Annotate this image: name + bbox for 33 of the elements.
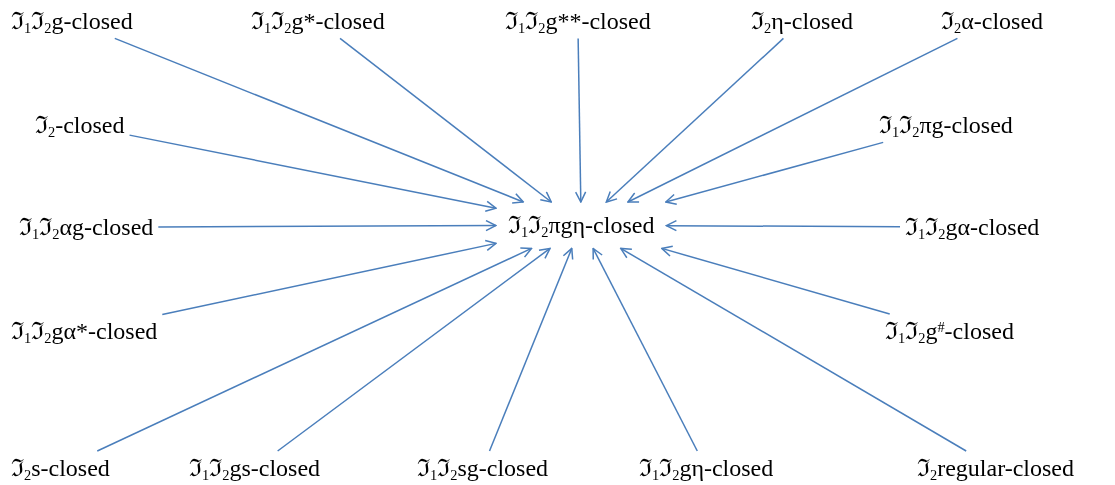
arrow — [488, 247, 574, 452]
node-label: ℑ$_{1}$ℑ$_{2}$gη-closed — [639, 455, 774, 481]
node-label: ℑ$_{1}$ℑ$_{2}$gα-closed — [905, 214, 1040, 240]
arrow — [574, 37, 587, 203]
node-label: ℑ$_{1}$ℑ$_{2}$αg-closed — [19, 214, 154, 240]
arrow — [627, 37, 959, 203]
arrow — [661, 245, 891, 315]
node-label: ℑ$_{1}$ℑ$_{2}$g*-closed — [251, 8, 385, 34]
arrow — [96, 247, 533, 452]
arrow — [157, 219, 497, 232]
node-label: ℑ$_{2}$α-closed — [941, 8, 1044, 34]
node-label: ℑ$_{2}$η-closed — [751, 8, 854, 34]
arrow — [665, 219, 901, 232]
node-label: ℑ$_{1}$ℑ$_{2}$g$^{#}$-closed — [885, 318, 1014, 344]
node-label: ℑ$_{2}$-closed — [35, 112, 125, 138]
node-label: ℑ$_{1}$ℑ$_{2}$gs-closed — [189, 455, 321, 481]
node-label: ℑ$_{1}$ℑ$_{2}$πgη-closed — [508, 212, 655, 238]
node-label: ℑ$_{1}$ℑ$_{2}$g**-closed — [505, 8, 651, 34]
node-label: ℑ$_{2}$s-closed — [11, 455, 110, 481]
arrow — [592, 247, 699, 452]
node-label: ℑ$_{1}$ℑ$_{2}$πg-closed — [879, 112, 1013, 138]
arrow — [339, 37, 552, 203]
arrow — [114, 37, 525, 204]
node-label: ℑ$_{1}$ℑ$_{2}$g-closed — [11, 8, 133, 34]
arrow — [161, 239, 497, 316]
node-label: ℑ$_{1}$ℑ$_{2}$gα*-closed — [11, 318, 158, 344]
arrow — [128, 134, 497, 212]
node-label: ℑ$_{1}$ℑ$_{2}$sg-closed — [417, 455, 549, 481]
node-label: ℑ$_{2}$regular-closed — [917, 455, 1074, 481]
arrow — [276, 247, 551, 452]
arrow — [620, 247, 967, 452]
arrow — [665, 141, 884, 205]
arrow — [605, 37, 785, 203]
